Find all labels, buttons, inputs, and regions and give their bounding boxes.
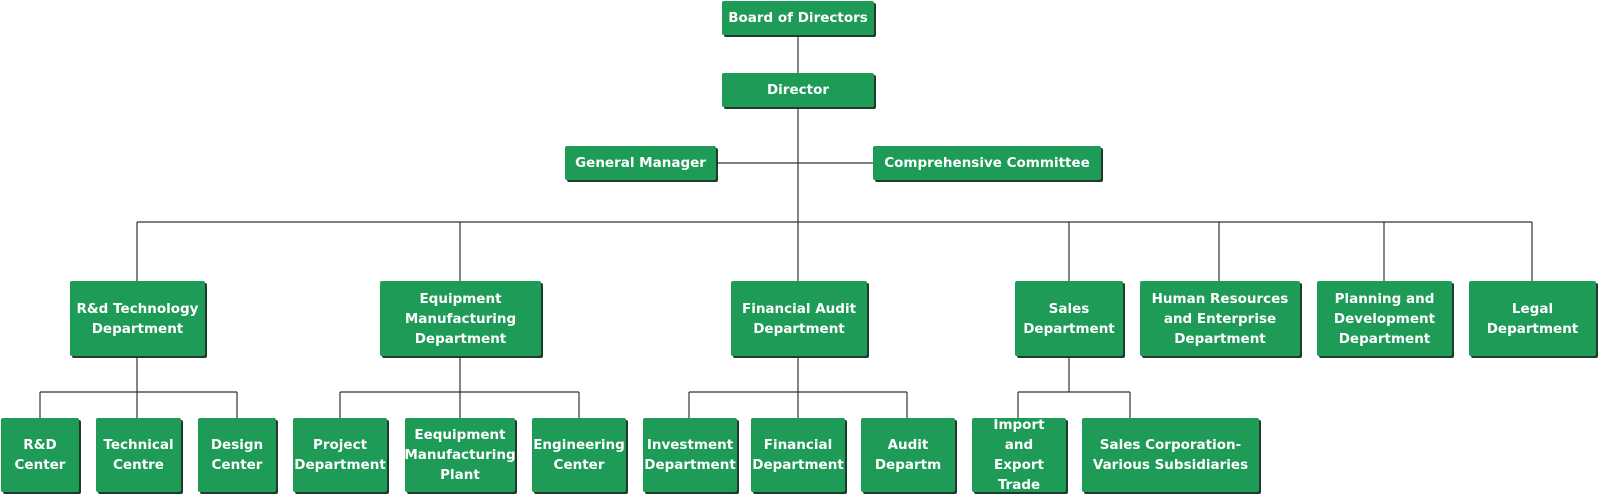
node-technical-centre: Technical Centre (96, 418, 181, 492)
node-planning-development-department: Planning and Development Department (1317, 281, 1452, 356)
node-sales-department: Sales Department (1015, 281, 1123, 356)
node-design-center: Design Center (198, 418, 276, 492)
node-equipment-manufacturing-department: Equipment Manufacturing Department (380, 281, 541, 356)
node-engineering-center: Engineering Center (532, 418, 626, 492)
node-legal-department: Legal Department (1469, 281, 1596, 356)
node-human-resources-department: Human Resources and Enterprise Departmen… (1140, 281, 1300, 356)
node-rd-technology-department: R&d Technology Department (70, 281, 205, 356)
node-board-of-directors: Board of Directors (722, 1, 874, 35)
node-audit-department: Audit Departm (861, 418, 955, 492)
node-investment-department: Investment Department (643, 418, 737, 492)
node-comprehensive-committee: Comprehensive Committee (873, 146, 1101, 180)
node-rd-center: R&D Center (1, 418, 79, 492)
node-project-department: Project Department (293, 418, 387, 492)
node-director: Director (722, 73, 874, 107)
node-import-export-trade: Import and Export Trade (972, 417, 1066, 493)
node-sales-corporation-subsidiaries: Sales Corporation- Various Subsidiaries (1082, 418, 1259, 492)
node-financial-audit-department: Financial Audit Department (731, 281, 867, 356)
node-general-manager: General Manager (565, 146, 716, 180)
node-financial-department: Financial Department (751, 418, 845, 492)
node-equipment-manufacturing-plant: Eequipment Manufacturing Plant (404, 418, 516, 492)
